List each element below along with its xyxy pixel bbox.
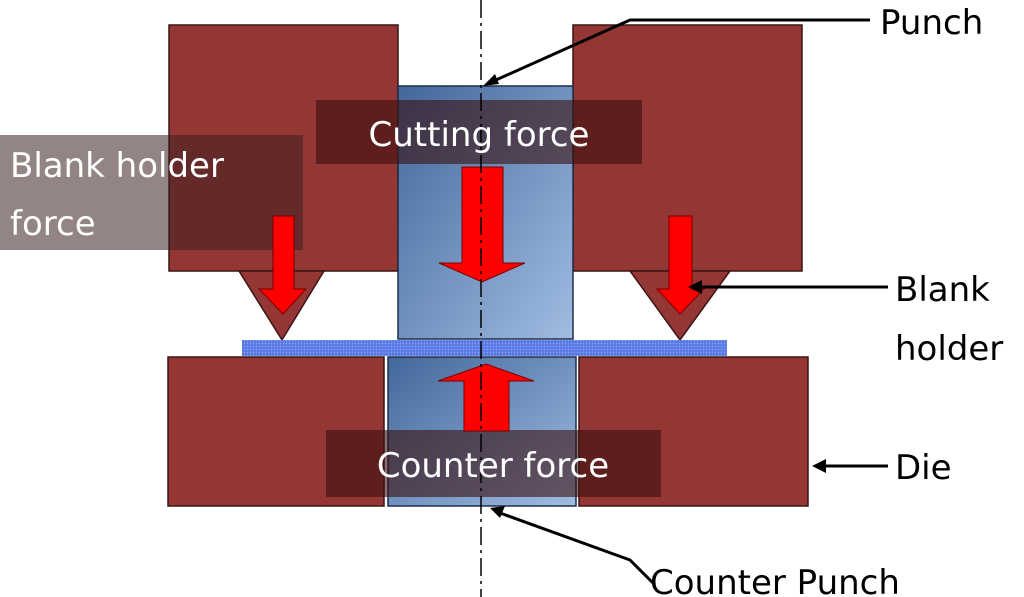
blank-holder-force-arrow-left xyxy=(257,215,308,315)
punch-leader-arrowhead xyxy=(483,74,499,86)
punch-label: Punch xyxy=(880,3,983,43)
blank-holder-force-label-line2: force xyxy=(10,204,96,244)
blank-sheet xyxy=(242,340,727,356)
blank-holder-leader-arrowhead xyxy=(688,280,702,294)
blank-holder-force-label-line1: Blank holder xyxy=(10,146,224,186)
blank-holder-force-arrow-right xyxy=(655,215,706,315)
counter-force-label: Counter force xyxy=(377,446,609,486)
cutting-force-label: Cutting force xyxy=(369,115,590,155)
counter-punch-leader-arrowhead xyxy=(490,506,505,518)
blank-holder-label-line1: Blank xyxy=(895,270,990,310)
punch-leader-line xyxy=(486,18,870,86)
counter-force-label-box xyxy=(326,430,661,497)
counter-punch-leader-line xyxy=(499,511,657,587)
counter-force-arrow xyxy=(437,363,535,432)
counter-punch-label: Counter Punch xyxy=(650,563,900,597)
cutting-force-arrow xyxy=(438,166,526,283)
die-leader-arrowhead xyxy=(812,459,826,473)
cutting-force-label-box xyxy=(316,100,642,164)
blank-holder-label-line2: holder xyxy=(895,329,1003,369)
blank-holder-force-label-box xyxy=(0,135,303,250)
die-label: Die xyxy=(895,448,952,488)
